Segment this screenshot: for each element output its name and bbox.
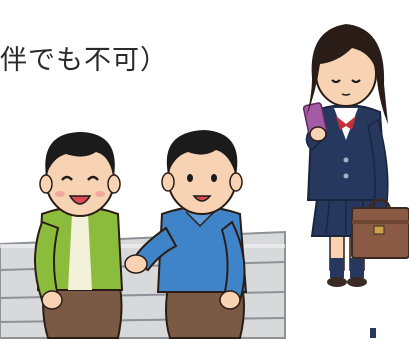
boy-blue-shirt-talking-icon xyxy=(124,130,248,339)
caption-text: 伴でも不可） xyxy=(0,45,168,76)
schoolgirl-with-phone-icon xyxy=(302,24,389,287)
boy-green-jacket-laughing-icon xyxy=(34,132,124,339)
school-bag-icon xyxy=(351,198,409,259)
small-marker-icon xyxy=(370,328,376,338)
